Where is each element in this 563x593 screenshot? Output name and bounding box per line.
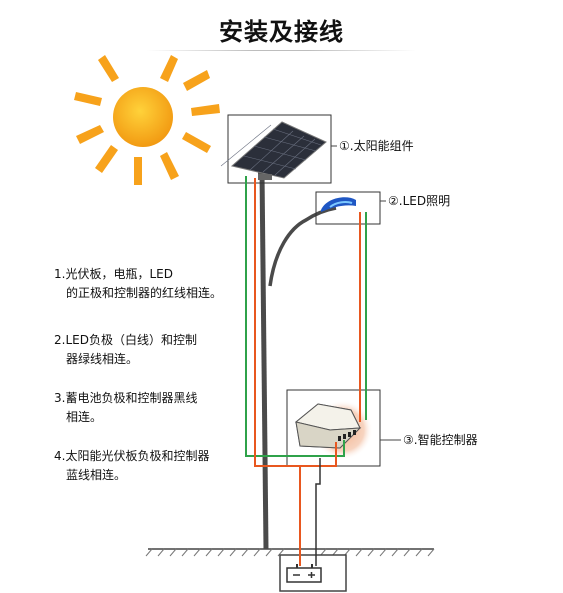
note-3: 3.蓄电池负极和控制器黑线 相连。 (54, 389, 197, 427)
note-4-line1: 4.太阳能光伏板负极和控制器 (54, 449, 210, 463)
sun-icon (74, 55, 220, 185)
controller-box (286, 389, 381, 467)
led-lamp-head (315, 191, 381, 225)
wires (245, 176, 367, 566)
led-label: ②.LED照明 (388, 194, 451, 208)
note-3-line1: 3.蓄电池负极和控制器黑线 (54, 391, 198, 405)
note-4-line2: 蓝线相连。 (66, 468, 127, 482)
solar-panel (220, 114, 332, 184)
title-underline (146, 50, 416, 51)
callout-leaders (331, 145, 401, 441)
note-2-line2: 器绿线相连。 (66, 352, 139, 366)
note-3-line2: 相连。 (66, 410, 103, 424)
note-1: 1.光伏板，电瓶，LED 的正极和控制器的红线相连。 (54, 265, 222, 303)
note-2: 2.LED负极（白线）和控制 器绿线相连。 (54, 331, 197, 369)
note-4: 4.太阳能光伏板负极和控制器 蓝线相连。 (54, 447, 209, 485)
controller-label: ③.智能控制器 (403, 433, 478, 447)
page-title: 安装及接线 (219, 18, 344, 46)
note-1-line1: 1.光伏板，电瓶，LED (54, 267, 173, 281)
battery (279, 554, 347, 592)
note-2-line1: 2.LED负极（白线）和控制 (54, 333, 197, 347)
note-1-line2: 的正极和控制器的红线相连。 (66, 286, 223, 300)
lamp-pole (258, 170, 337, 550)
ground-line (145, 548, 435, 557)
solar-panel-label: ①.太阳能组件 (339, 139, 414, 153)
